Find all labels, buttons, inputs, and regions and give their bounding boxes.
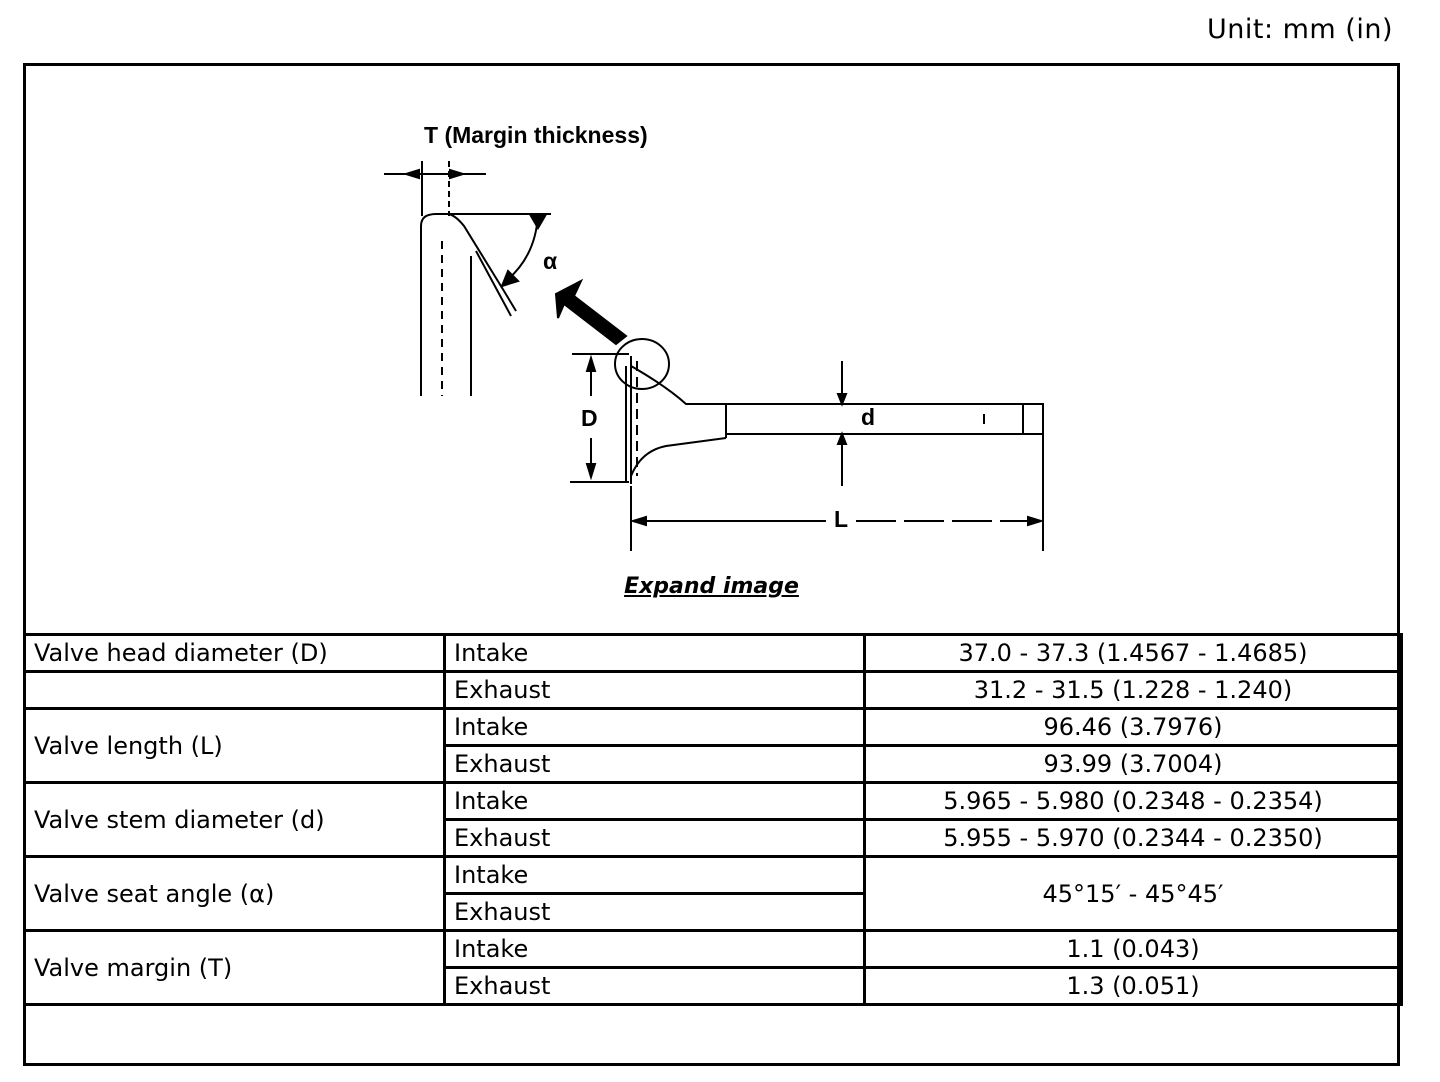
valve-head-top [630, 365, 726, 405]
spec-type: Intake [443, 781, 866, 821]
L-label: L [834, 506, 849, 532]
alpha-arrow-bottom [500, 269, 520, 288]
spec-type: Intake [443, 929, 866, 969]
valve-drawing [384, 161, 1045, 551]
table-row: Exhaust 31.2 - 31.5 (1.228 - 1.240) [23, 670, 1403, 710]
detail-face-line [475, 250, 512, 317]
alpha-label: α [543, 248, 558, 274]
spec-value: 31.2 - 31.5 (1.228 - 1.240) [863, 670, 1403, 710]
spec-name-empty [23, 670, 446, 710]
L-arrow-right [1027, 515, 1045, 527]
detail-valve-edge [420, 213, 517, 396]
valve-head-bottom [630, 437, 727, 477]
spec-name: Valve margin (T) [23, 929, 446, 1006]
spec-type: Intake [443, 707, 866, 747]
D-label: D [581, 405, 598, 431]
spec-name: Valve stem diameter (d) [23, 781, 446, 858]
table-row: Exhaust 5.955 - 5.970 (0.2344 - 0.2350) [25, 818, 1403, 858]
L-arrow-left [629, 515, 647, 527]
detail-circle [614, 338, 670, 390]
table-row: Valve seat angle (α) Intake 45°15′ - 45°… [23, 855, 1403, 932]
d-label: d [861, 404, 876, 430]
spec-value: 37.0 - 37.3 (1.4567 - 1.4685) [863, 633, 1403, 673]
spec-type: Exhaust [443, 892, 866, 932]
table-row: Valve head diameter (D) Intake 37.0 - 37… [23, 633, 1403, 673]
table-row: Exhaust 93.99 (3.7004) [25, 744, 1403, 784]
d-arrow-top [836, 393, 848, 407]
table-row: Exhaust 1.3 (0.051) [25, 966, 1403, 1006]
spec-type: Exhaust [443, 744, 866, 784]
margin-arrow-right [449, 168, 467, 180]
spec-name: Valve seat angle (α) [23, 855, 446, 932]
spec-value: 96.46 (3.7976) [863, 707, 1403, 747]
spec-name: Valve length (L) [23, 707, 446, 784]
spec-type: Exhaust [443, 818, 866, 858]
valve-tip [1022, 403, 1044, 435]
spec-type: Intake [443, 633, 866, 673]
spec-type: Exhaust [443, 670, 866, 710]
spec-value: 1.1 (0.043) [863, 929, 1403, 969]
table-row: Valve margin (T) Intake 1.1 (0.043) [23, 929, 1403, 1006]
spec-value: 1.3 (0.051) [863, 966, 1403, 1006]
spec-frame: T (Margin thickness) α D d L Expand imag… [23, 63, 1403, 1066]
valve-spec-table: Valve head diameter (D) Intake 37.0 - 37… [23, 633, 1403, 1006]
alpha-arrow-top [529, 215, 547, 230]
spec-type: Intake [443, 855, 866, 895]
spec-value: 5.955 - 5.970 (0.2344 - 0.2350) [863, 818, 1403, 858]
spec-value: 45°15′ - 45°45′ [863, 855, 1403, 932]
expand-image-link[interactable]: Expand image [624, 574, 799, 599]
spec-type: Exhaust [443, 966, 866, 1006]
spec-value: 93.99 (3.7004) [863, 744, 1403, 784]
spec-value: 5.965 - 5.980 (0.2348 - 0.2354) [863, 781, 1403, 821]
d-arrow-bottom [836, 431, 848, 445]
D-arrow-top [585, 354, 597, 372]
table-row: Exhaust [25, 892, 1402, 932]
spec-name: Valve head diameter (D) [23, 633, 446, 673]
margin-thickness-label: T (Margin thickness) [424, 122, 648, 148]
alpha-arc [505, 213, 539, 282]
D-arrow-bottom [585, 463, 597, 481]
unit-label: Unit: mm (in) [1206, 14, 1393, 45]
margin-arrow-left [402, 168, 420, 180]
valve-diagram: T (Margin thickness) α D d L Expand imag… [26, 66, 1397, 636]
table-row: Valve length (L) Intake 96.46 (3.7976) [23, 707, 1403, 784]
table-row: Valve stem diameter (d) Intake 5.965 - 5… [23, 781, 1403, 858]
magnify-arrow [554, 278, 628, 346]
